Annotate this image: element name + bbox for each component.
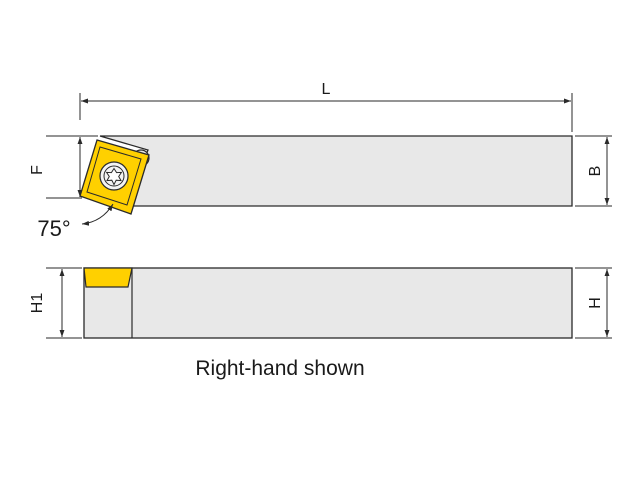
b-dimension-label: B: [587, 166, 604, 177]
caption: Right-hand shown: [195, 357, 364, 380]
side-view: H1 H: [29, 267, 612, 339]
top-view: L F B 75°: [29, 81, 612, 241]
f-dimension-label: F: [29, 165, 46, 175]
angle-arc: [81, 203, 114, 226]
shank-top-view: [99, 135, 573, 207]
torx-screw-icon: [99, 161, 129, 191]
shank-side-view: [83, 267, 573, 339]
l-dimension-label: L: [322, 81, 331, 98]
insert-side: [83, 267, 133, 288]
h1-dimension-label: H1: [29, 293, 46, 314]
angle-label: 75°: [37, 216, 70, 241]
h-dimension-label: H: [587, 297, 604, 309]
